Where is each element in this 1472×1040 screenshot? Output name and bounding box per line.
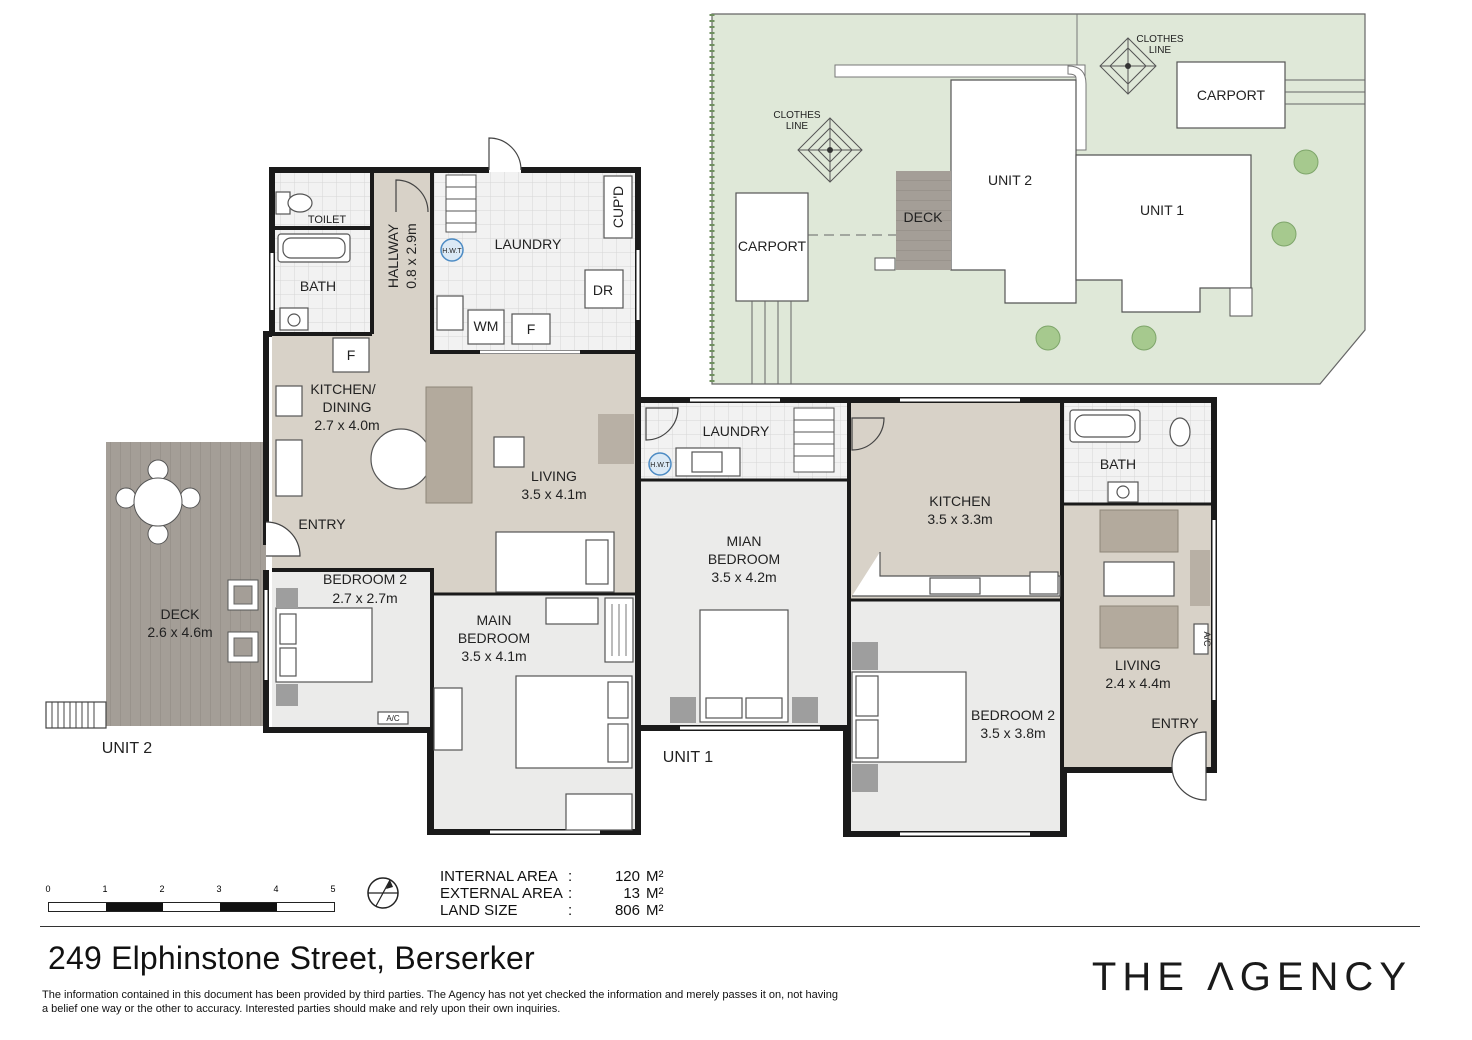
site-unit-2 xyxy=(950,79,1077,304)
living-unit1-dim: 2.4 x 4.4m xyxy=(1105,675,1170,691)
dining-label: DINING xyxy=(323,399,372,415)
kitchen-unit1-label: KITCHEN xyxy=(929,493,990,509)
toilet-label: TOILET xyxy=(308,214,347,226)
clothes-line-icon xyxy=(797,117,863,183)
mian-bedroom-label-1: MIAN xyxy=(727,533,762,549)
floor-plan: UNIT 2 UNIT 1 DECK CARPORT CARPORT xyxy=(45,13,1366,837)
ac-label-unit1: A/C xyxy=(1202,631,1212,647)
laundry-label: LAUNDRY xyxy=(495,236,562,252)
mian-bedroom-dim: 3.5 x 4.2m xyxy=(711,569,776,585)
hwt-label-unit1: H.W.T xyxy=(650,462,670,469)
hallway-dim: 0.8 x 2.9m xyxy=(403,223,419,288)
scale-tick: 0 xyxy=(45,884,51,894)
tree-icon xyxy=(1293,149,1319,175)
site-carport-left xyxy=(735,192,809,302)
living-dim: 3.5 x 4.1m xyxy=(521,486,586,502)
site-unit-2-label: UNIT 2 xyxy=(988,172,1032,188)
main-bedroom-label-2: BEDROOM xyxy=(458,630,530,646)
kitchen-label: KITCHEN/ xyxy=(310,381,375,397)
unit-1-label: UNIT 1 xyxy=(663,749,713,766)
kitchen-living-floor xyxy=(272,172,636,594)
site-carport-right-label: CARPORT xyxy=(1197,87,1266,103)
bath-unit1-label: BATH xyxy=(1100,456,1136,472)
bedroom-2-label: BEDROOM 2 xyxy=(323,571,407,587)
bedroom-2-unit1-label: BEDROOM 2 xyxy=(971,707,1055,723)
scale-bar-segments xyxy=(48,902,335,912)
scale-tick: 1 xyxy=(102,884,108,894)
bedroom-2-unit1-dim: 3.5 x 3.8m xyxy=(980,725,1045,741)
cupd-label: CUP'D xyxy=(610,186,626,228)
fridge-laundry-label: F xyxy=(527,321,536,337)
bath-label: BATH xyxy=(300,278,336,294)
scale-tick: 4 xyxy=(273,884,279,894)
divider xyxy=(40,926,1420,927)
fridge-kitchen-label: F xyxy=(347,347,356,363)
site-carport-right xyxy=(1176,61,1286,129)
ac-label-unit2: A/C xyxy=(386,714,400,723)
north-compass-icon xyxy=(367,877,399,909)
dr-label: DR xyxy=(593,282,613,298)
path-strip xyxy=(834,64,1086,78)
site-unit-1 xyxy=(1075,154,1252,313)
kitchen-unit1-dim: 3.5 x 3.3m xyxy=(927,511,992,527)
deck-label: DECK xyxy=(161,606,201,622)
agency-logo: THE ΛGENCY xyxy=(1091,955,1412,999)
site-deck-label: DECK xyxy=(904,209,944,225)
scale-tick: 3 xyxy=(216,884,222,894)
main-bedroom-dim: 3.5 x 4.1m xyxy=(461,648,526,664)
site-deck xyxy=(896,171,951,270)
disclaimer-text: The information contained in this docume… xyxy=(42,989,838,1015)
tree-icon xyxy=(1035,325,1061,351)
unit-2-label: UNIT 2 xyxy=(102,740,152,757)
unit-1-plan: H.W.T LAUNDRY MIAN BEDROOM 3.5 x 4.2m KI… xyxy=(638,397,1217,837)
hwt-label: H.W.T xyxy=(442,248,462,255)
scale-tick: 2 xyxy=(159,884,165,894)
mian-bedroom-label-2: BEDROOM xyxy=(708,551,780,567)
tree-icon xyxy=(1131,325,1157,351)
main-bedroom-label-1: MAIN xyxy=(477,612,512,628)
laundry-unit1-label: LAUNDRY xyxy=(703,423,770,439)
deck-table-icon xyxy=(115,459,201,545)
unit-2-plan: DECK 2.6 x 4.6m TOILET BATH xyxy=(45,137,641,835)
kitchen-dim: 2.7 x 4.0m xyxy=(314,417,379,433)
property-address: 249 Elphinstone Street, Berserker xyxy=(48,940,535,976)
scale-tick: 5 xyxy=(330,884,336,894)
deck-dim: 2.6 x 4.6m xyxy=(147,624,212,640)
bedroom-2-dim: 2.7 x 2.7m xyxy=(332,590,397,606)
scale-bar: 0 1 2 3 4 5 xyxy=(45,884,338,916)
site-plan: UNIT 2 UNIT 1 DECK CARPORT CARPORT xyxy=(709,13,1366,385)
tree-icon xyxy=(1271,221,1297,247)
living-unit1-label: LIVING xyxy=(1115,657,1161,673)
site-carport-left-label: CARPORT xyxy=(738,238,807,254)
clothes-line-icon xyxy=(1099,37,1157,95)
living-label: LIVING xyxy=(531,468,577,484)
entry-unit1-label: ENTRY xyxy=(1151,715,1199,731)
entry-label: ENTRY xyxy=(298,516,346,532)
hallway-label: HALLWAY xyxy=(385,223,401,288)
site-unit-1-label: UNIT 1 xyxy=(1140,202,1184,218)
wm-label: WM xyxy=(474,318,499,334)
